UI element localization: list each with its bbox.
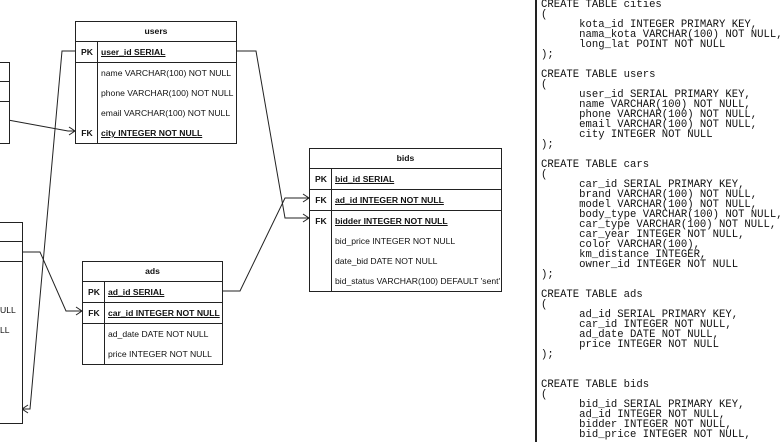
users-row-city[interactable]: FK city INTEGER NOT NULL: [76, 123, 236, 143]
cities-table-partial[interactable]: [0, 62, 10, 144]
field-label: phone VARCHAR(100) NOT NULL: [101, 88, 234, 98]
bids-row-bidder[interactable]: FK bidder INTEGER NOT NULL: [310, 211, 501, 231]
ads-table-title: ads: [83, 262, 222, 282]
field-label: bid_price INTEGER NOT NULL: [335, 236, 456, 246]
users-bids-link: [236, 50, 309, 219]
users-row-email[interactable]: email VARCHAR(100) NOT NULL: [76, 103, 236, 123]
bids-row-date-bid[interactable]: date_bid DATE NOT NULL: [310, 251, 501, 271]
ads-bids-link: [222, 197, 309, 292]
bids-row-bid-id[interactable]: PK bid_id SERIAL: [310, 169, 501, 190]
users-row-user-id[interactable]: PK user_id SERIAL: [76, 42, 236, 63]
bids-row-ad-id[interactable]: FK ad_id INTEGER NOT NULL: [310, 190, 501, 211]
fk-label: FK: [88, 308, 100, 318]
field-label: ad_id SERIAL: [108, 287, 165, 297]
key-column-divider: [97, 41, 98, 143]
field-label: ad_id INTEGER NOT NULL: [335, 195, 444, 205]
field-label: city INTEGER NOT NULL: [101, 128, 203, 138]
users-row-name[interactable]: name VARCHAR(100) NOT NULL: [76, 63, 236, 83]
field-label: car_id INTEGER NOT NULL: [108, 308, 220, 318]
users-table-title: users: [76, 22, 236, 42]
cars-ads-link: [22, 251, 82, 312]
panel-divider[interactable]: [535, 0, 537, 442]
users-table[interactable]: users PK user_id SERIAL name VARCHAR(100…: [75, 21, 237, 144]
bids-table-title: bids: [310, 149, 501, 169]
field-label: price INTEGER NOT NULL: [108, 349, 212, 359]
field-label: email VARCHAR(100) NOT NULL: [101, 108, 231, 118]
key-column-divider: [104, 281, 105, 364]
field-label: user_id SERIAL: [101, 47, 166, 57]
pk-label: PK: [88, 287, 100, 297]
fk-label: FK: [81, 128, 93, 138]
bids-table[interactable]: bids PK bid_id SERIAL FK ad_id INTEGER N…: [309, 148, 502, 292]
field-label: bid_status VARCHAR(100) DEFAULT 'sent': [335, 276, 501, 286]
bids-row-bid-status[interactable]: bid_status VARCHAR(100) DEFAULT 'sent': [310, 271, 501, 291]
ads-table[interactable]: ads PK ad_id SERIAL FK car_id INTEGER NO…: [82, 261, 223, 365]
pk-label: PK: [315, 174, 327, 184]
sql-editor-panel[interactable]: CREATE TABLE cities ( kota_id INTEGER PR…: [537, 0, 780, 442]
field-label: ad_date DATE NOT NULL: [108, 329, 209, 339]
users-city-link: [7, 119, 75, 132]
relationship-lines: [0, 50, 310, 414]
field-label: date_bid DATE NOT NULL: [335, 256, 438, 266]
field-label: bid_id SERIAL: [335, 174, 395, 184]
ads-row-car-id[interactable]: FK car_id INTEGER NOT NULL: [83, 303, 222, 324]
ads-row-ad-id[interactable]: PK ad_id SERIAL: [83, 282, 222, 303]
erd-canvas[interactable]: ULL LL users PK user_id SERIAL name VARC…: [0, 0, 535, 442]
bids-row-bid-price[interactable]: bid_price INTEGER NOT NULL: [310, 231, 501, 251]
sql-code-text[interactable]: CREATE TABLE cities ( kota_id INTEGER PR…: [541, 0, 780, 441]
cars-partial-text-2: LL: [0, 325, 10, 335]
field-label: name VARCHAR(100) NOT NULL: [101, 68, 232, 78]
cars-partial-text-1: ULL: [0, 305, 16, 315]
field-label: bidder INTEGER NOT NULL: [335, 216, 448, 226]
pk-label: PK: [81, 47, 93, 57]
ads-row-price[interactable]: price INTEGER NOT NULL: [83, 344, 222, 364]
fk-label: FK: [315, 195, 327, 205]
fk-label: FK: [315, 216, 327, 226]
ads-row-ad-date[interactable]: ad_date DATE NOT NULL: [83, 324, 222, 344]
users-cars-link: [22, 50, 75, 410]
key-column-divider: [331, 168, 332, 291]
users-row-phone[interactable]: phone VARCHAR(100) NOT NULL: [76, 83, 236, 103]
cars-table-partial[interactable]: [0, 222, 23, 424]
